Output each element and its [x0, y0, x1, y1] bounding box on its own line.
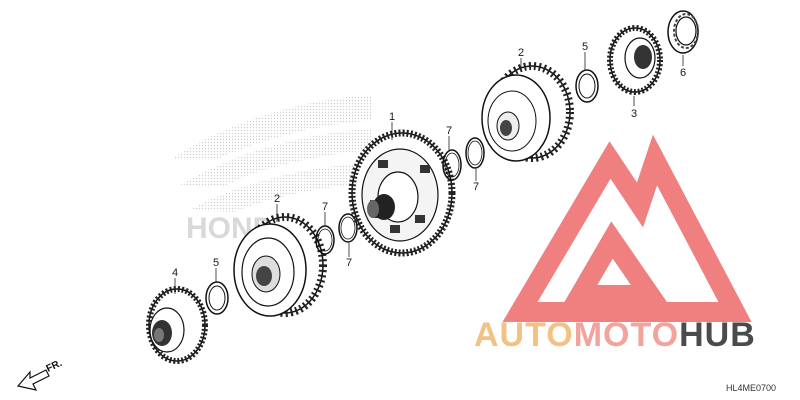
callout-5-lower: 5 — [213, 257, 219, 269]
callout-6: 6 — [680, 67, 686, 79]
callout-1: 1 — [389, 111, 395, 123]
part-2-drum-upper — [481, 62, 574, 162]
automotohub-triangle-logo-icon — [502, 134, 752, 322]
part-4-gear — [146, 286, 208, 364]
callout-7-a: 7 — [322, 201, 328, 213]
part-5-washer-lower — [205, 281, 229, 315]
front-direction-arrow-icon: FR. — [16, 358, 64, 391]
watermark-hub: HUB — [679, 316, 756, 354]
svg-text:AUTOMOTOHUB: AUTOMOTOHUB — [474, 316, 756, 354]
leader-lines — [174, 52, 684, 294]
callout-3: 3 — [631, 108, 637, 120]
part-5-washer-upper — [575, 69, 599, 103]
part-7-washers-lower — [315, 213, 358, 255]
callout-5-upper: 5 — [582, 41, 588, 53]
callout-2-upper: 2 — [518, 47, 524, 59]
front-direction-label: FR. — [45, 358, 64, 375]
part-2-drum-lower — [233, 213, 327, 317]
callout-2-lower: 2 — [274, 193, 280, 205]
watermark-auto: AUTO — [474, 316, 574, 354]
watermark-moto: MOTO — [574, 316, 679, 354]
callout-7-b: 7 — [346, 257, 352, 269]
callout-4: 4 — [172, 267, 178, 279]
diagram-code: HL4ME0700 — [726, 383, 776, 393]
callout-7-c: 7 — [446, 125, 452, 137]
part-1-large-gear — [348, 129, 456, 257]
automotohub-watermark: AUTOMOTOHUB — [474, 316, 756, 354]
callout-7-d: 7 — [473, 181, 479, 193]
part-3-gear — [607, 25, 663, 95]
part-7-washers-upper — [442, 137, 485, 181]
part-6-bearing — [667, 10, 699, 54]
